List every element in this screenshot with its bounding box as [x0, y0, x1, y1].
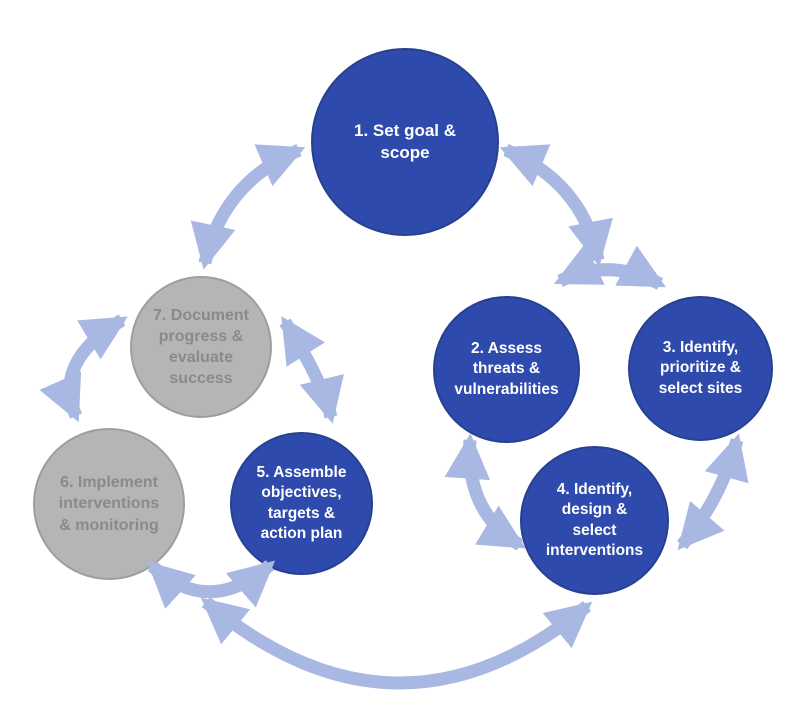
node-implement-monitoring-label: 6. Implement interventions & monitoring [58, 474, 160, 534]
node-assess-threats: 2. Assess threats & vulnerabilities [433, 296, 580, 443]
arrow-3-4-icon [677, 433, 749, 551]
arrow-1-7-icon [190, 144, 306, 270]
arrow-2-4-icon [444, 433, 526, 551]
node-set-goal-scope-label: 1. Set goal & scope [353, 120, 457, 162]
arrow-7-5-icon [279, 316, 344, 424]
node-assemble-action-plan-label: 5. Assemble objectives, targets & action… [256, 463, 347, 542]
node-select-sites-label: 3. Identify, prioritize & select sites [658, 338, 743, 397]
arrow-7-6-icon [39, 314, 128, 423]
node-assemble-action-plan: 5. Assemble objectives, targets & action… [230, 432, 373, 575]
arrow-bottom-feedback-icon [200, 597, 593, 690]
node-set-goal-scope: 1. Set goal & scope [311, 48, 499, 236]
node-select-sites: 3. Identify, prioritize & select sites [628, 296, 773, 441]
node-document-evaluate: 7. Document progress & evaluate success [130, 276, 272, 418]
node-select-interventions: 4. Identify, design & select interventio… [520, 446, 669, 595]
node-select-interventions-label: 4. Identify, design & select interventio… [545, 480, 644, 559]
arrow-1-23-icon [499, 144, 613, 267]
node-implement-monitoring: 6. Implement interventions & monitoring [33, 428, 185, 580]
arrow-2-3-icon [553, 243, 667, 290]
node-document-evaluate-label: 7. Document progress & evaluate success [152, 306, 249, 388]
node-assess-threats-label: 2. Assess threats & vulnerabilities [454, 339, 559, 398]
arrow-6-5-icon [146, 560, 276, 609]
